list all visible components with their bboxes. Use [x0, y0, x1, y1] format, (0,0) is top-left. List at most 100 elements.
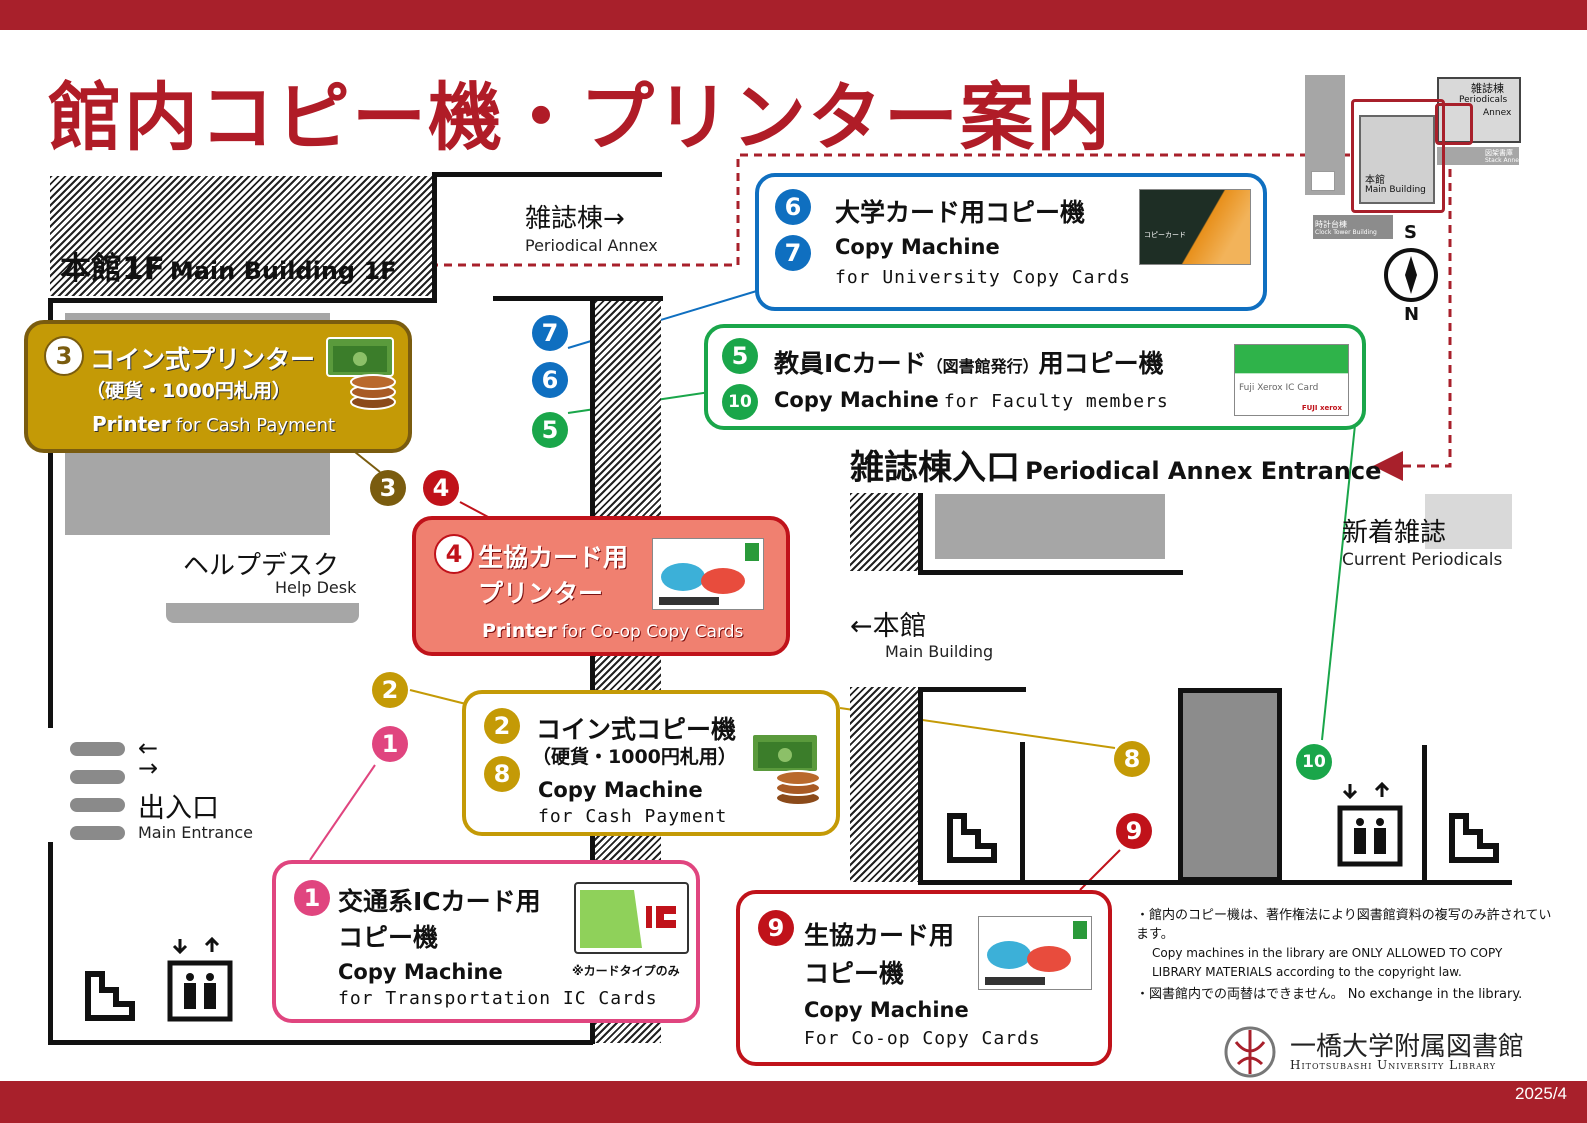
note-copyright-jp: ・館内のコピー機は、著作権法により図書館資料の複写のみ許されています。: [1136, 908, 1552, 942]
box1-title1: 交通系ICカード用: [338, 887, 541, 916]
box-faculty-copy: 5 10 教員ICカード（図書館発行）用コピー機 Copy Machine fo…: [704, 324, 1366, 430]
marker-1: 1: [372, 726, 408, 762]
wall-left-lower: [48, 842, 53, 1042]
marker-6: 6: [532, 362, 568, 398]
entrance-step-2: [70, 770, 125, 784]
transport-ic-icon: [580, 890, 676, 948]
marker-7: 7: [532, 315, 568, 351]
compass-s: S: [1404, 222, 1417, 243]
box1-en: for Transportation IC Cards: [338, 988, 658, 1009]
faculty-card-brand: FUJI xerox: [1301, 404, 1342, 412]
compass-icon: [1384, 248, 1438, 302]
marker-3: 3: [370, 470, 406, 506]
minimap-main-jp: 本館: [1365, 175, 1385, 186]
entrance-arrows: ← →: [138, 734, 159, 782]
floor-label-main-en: Main Building 1F: [169, 257, 397, 285]
minimap-main-en: Main Building: [1365, 185, 1426, 195]
university-card-text: コピーカード: [1144, 231, 1186, 239]
marker-5: 5: [532, 412, 568, 448]
entrance-step-3: [70, 798, 125, 812]
box67-en: for University Copy Cards: [835, 267, 1131, 288]
minimap: 雑誌棟 Periodicals Annex 本館 Main Building 図…: [1305, 75, 1525, 245]
box3-en: for Cash Payment: [175, 415, 336, 436]
current-periodicals-shelf: [1425, 494, 1512, 549]
back-to-main-label: ←本館: [850, 611, 927, 642]
wall-corridor-top: [493, 296, 663, 301]
annex-shelf: [935, 494, 1165, 559]
minimap-stack-en: Stack Annex: [1485, 157, 1523, 164]
minimap-annex-en2: Annex: [1483, 108, 1512, 118]
coop-card-icon-copy: [979, 917, 1091, 989]
coop-card-icon: [653, 539, 763, 609]
entrance-step-1: [70, 742, 125, 756]
box-university-card-copy: 6 7 大学カード用コピー機 Copy Machine for Universi…: [755, 173, 1267, 311]
box4-en: for Co-op Copy Cards: [561, 622, 744, 642]
cash-icon-copy: [751, 733, 821, 806]
faculty-card-text: Fuji Xerox IC Card: [1239, 383, 1319, 393]
marker-2: 2: [372, 672, 408, 708]
annex-wall-c: [918, 687, 1026, 692]
box-coin-copy: 2 8 コイン式コピー機 （硬貨・1000円札用） Copy Machine f…: [462, 690, 840, 836]
box4-en-bold: Printer: [482, 620, 557, 642]
box510-en-bold: Copy Machine: [774, 388, 939, 412]
box9-en: For Co-op Copy Cards: [804, 1028, 1041, 1049]
transport-ic-card-image: [574, 882, 689, 954]
wall-hatch-top: [50, 176, 432, 296]
box510-en: for Faculty members: [943, 391, 1169, 412]
annex-wall-a: [918, 493, 923, 573]
minimap-stack-jp: 図架書庫: [1485, 149, 1513, 157]
annex-hatch-bottom: [850, 687, 920, 882]
stairs-icon: [85, 971, 135, 1021]
marker-8: 8: [1114, 741, 1150, 777]
box1-num: 1: [294, 880, 330, 916]
box4-title2: プリンター: [478, 579, 604, 608]
box28-en-bold: Copy Machine: [538, 778, 703, 802]
help-desk-label: ヘルプデスク: [183, 551, 340, 581]
current-periodicals-label: 新着雑誌: [1342, 518, 1447, 548]
marker-9: 9: [1116, 813, 1152, 849]
cash-icon: [326, 337, 396, 410]
box28-sub: （硬貨・1000円札用）: [532, 746, 737, 768]
box3-num: 3: [44, 336, 84, 376]
coop-card-image-printer: [652, 538, 764, 610]
compass: S N: [1382, 222, 1442, 325]
box67-title: 大学カード用コピー機: [835, 198, 1086, 227]
logo-en: Hitotsubashi University Library: [1290, 1058, 1497, 1072]
box28-title: コイン式コピー機: [536, 715, 737, 744]
wall-left-upper: [48, 298, 53, 728]
annex-stairs-icon-2: [1449, 813, 1499, 863]
annex-entrance-en: Periodical Annex Entrance: [1025, 457, 1382, 485]
elevator-icon: [167, 936, 233, 1022]
leader-3: [354, 451, 381, 473]
entrance-label: 出入口: [138, 793, 219, 824]
box3-sub: （硬貨・1000円札用）: [86, 380, 291, 402]
path-to-annex-entrance: [1373, 155, 1452, 481]
box28-num-8: 8: [484, 756, 520, 792]
box-coop-copy: 9 生協カード用 コピー機 Copy Machine For Co-op Cop…: [736, 890, 1112, 1066]
box9-en-bold: Copy Machine: [804, 998, 969, 1022]
help-desk-counter: [166, 603, 359, 623]
annex-stairs-icon-1: [947, 813, 997, 863]
minimap-annex-en1: Periodicals: [1459, 95, 1508, 105]
date-label: 2025/4: [1515, 1084, 1567, 1103]
annex-entrance-jp: 雑誌棟入口: [850, 448, 1020, 488]
box4-en-line: Printer for Co-op Copy Cards: [482, 620, 743, 642]
note-exchange: ・図書館内での両替はできません。 No exchange in the libr…: [1136, 987, 1523, 1002]
box1-note: ※カードタイプのみ: [572, 964, 680, 978]
annex-arrow-label: 雑誌棟→: [525, 204, 625, 234]
minimap-annex-highlight: [1435, 103, 1473, 145]
annex-entrance-label: 雑誌棟入口 Periodical Annex Entrance: [850, 440, 1381, 489]
annex-wall-d: [918, 687, 923, 882]
box9-title2: コピー機: [804, 959, 905, 988]
back-to-main-label-en: Main Building: [885, 642, 994, 661]
annex-hatch-top: [850, 493, 920, 571]
minimap-annex-jp: 雑誌棟: [1471, 82, 1504, 95]
box510-title-b: 用コピー機: [1038, 349, 1164, 378]
box1-en-bold: Copy Machine: [338, 960, 503, 984]
logo-jp: 一橋大学附属図書館: [1290, 1032, 1525, 1062]
annex-floor-line: [918, 880, 1512, 885]
annex-wall-b: [918, 570, 1183, 575]
floor-label-main: 本館1F Main Building 1F: [60, 243, 397, 288]
wall-step: [432, 172, 437, 302]
box510-en-line: Copy Machine for Faculty members: [774, 388, 1169, 412]
